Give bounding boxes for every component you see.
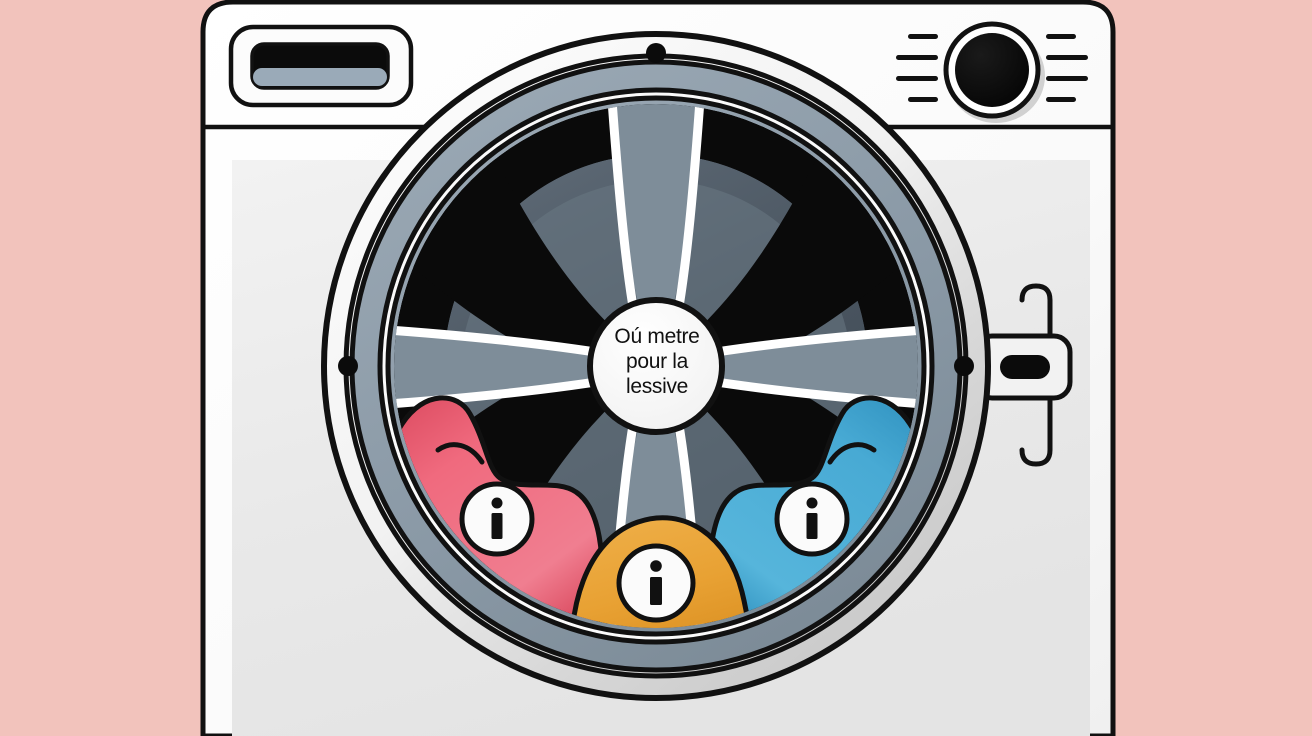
drum-center-hub[interactable] xyxy=(587,297,725,435)
info-badge-blue-dot xyxy=(806,497,818,509)
garment-pink-fold xyxy=(435,442,485,465)
tick-marks-right xyxy=(1046,34,1088,102)
door-handle-latch[interactable] xyxy=(973,283,1073,467)
tick-right-1 xyxy=(1046,34,1076,39)
spider-core-up xyxy=(612,104,700,366)
tick-left-1 xyxy=(908,34,938,39)
info-badge-blue-stem xyxy=(806,513,818,539)
tick-left-3 xyxy=(896,76,938,81)
info-badge-orange[interactable] xyxy=(616,543,696,623)
tick-marks-left xyxy=(896,34,938,102)
drum-interior xyxy=(394,104,918,628)
tick-left-2 xyxy=(896,55,938,60)
center-hub-circle[interactable] xyxy=(587,297,725,435)
door-screw-top xyxy=(646,43,666,63)
spider-core-left xyxy=(394,328,656,404)
tick-right-2 xyxy=(1046,55,1088,60)
tick-right-4 xyxy=(1046,97,1076,102)
info-badge-blue[interactable] xyxy=(774,481,850,557)
detergent-drawer[interactable] xyxy=(228,24,414,108)
door-handle-grip xyxy=(1000,355,1050,379)
info-badges[interactable] xyxy=(459,481,850,623)
garment-blue-fold xyxy=(827,442,877,465)
program-selector-group[interactable] xyxy=(896,21,1088,123)
info-badge-pink-dot xyxy=(491,497,503,509)
program-knob[interactable] xyxy=(955,33,1029,107)
tick-left-4 xyxy=(908,97,938,102)
door-screw-left xyxy=(338,356,358,376)
info-badge-orange-stem xyxy=(650,577,662,605)
info-badge-pink-stem xyxy=(491,513,503,539)
info-badge-orange-dot xyxy=(650,560,662,572)
tick-right-3 xyxy=(1046,76,1088,81)
detergent-drawer-strip xyxy=(253,68,387,86)
spider-core-right xyxy=(656,328,918,404)
info-badge-pink[interactable] xyxy=(459,481,535,557)
door-screw-right xyxy=(954,356,974,376)
